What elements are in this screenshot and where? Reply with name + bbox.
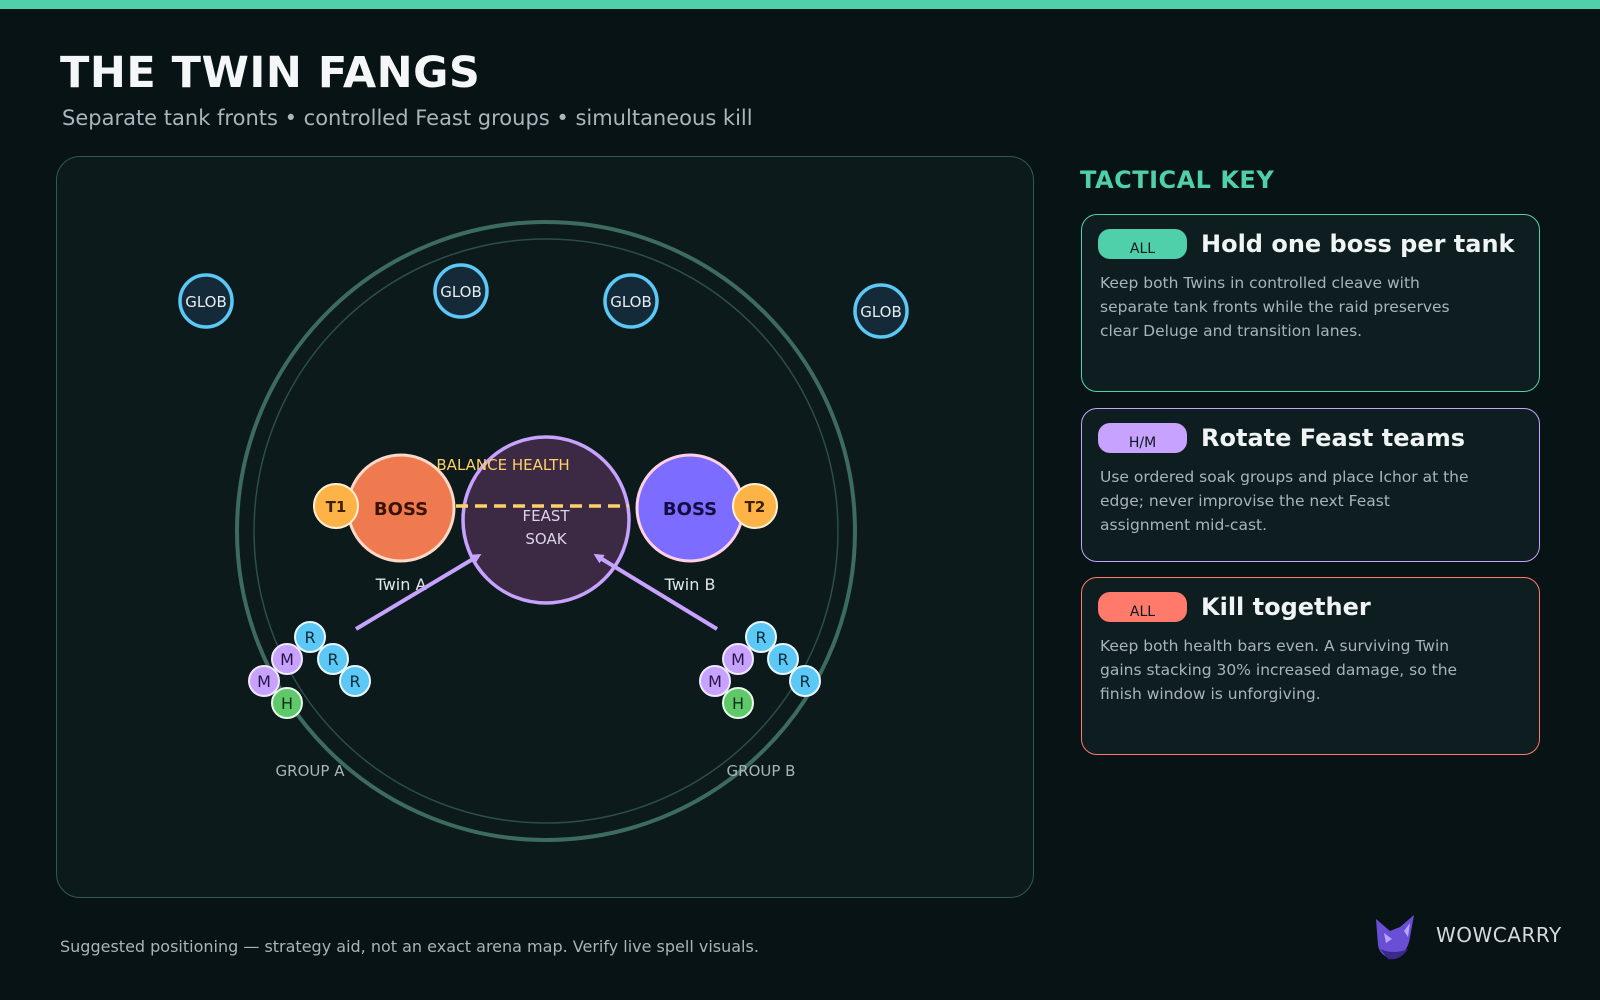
tactical-key-title: TACTICAL KEY <box>1080 166 1275 194</box>
tank-t2-label: T2 <box>745 498 766 516</box>
glob-3-label: GLOB <box>610 293 652 311</box>
page-subtitle: Separate tank fronts • controlled Feast … <box>62 106 753 130</box>
tactic-card-feast-teams: H/M Rotate Feast teams Use ordered soak … <box>1081 408 1540 562</box>
group-a: R M R M R H <box>248 621 371 719</box>
boss-a-label: BOSS <box>374 499 428 520</box>
card-body: Keep both Twins in controlled cleave wit… <box>1100 274 1450 340</box>
svg-text:M: M <box>280 650 294 669</box>
group-b-arrow <box>593 553 719 631</box>
boss-b-label: BOSS <box>663 499 717 520</box>
arena-outer-ring <box>235 220 857 842</box>
svg-text:R: R <box>349 672 360 691</box>
top-accent-bar <box>0 0 1600 9</box>
glob-1-label: GLOB <box>185 293 227 311</box>
feast-label-2: SOAK <box>525 530 567 548</box>
group-b-ranged-1: R <box>745 621 777 653</box>
svg-text:R: R <box>799 672 810 691</box>
group-b-melee-1: M <box>722 643 754 675</box>
group-a-melee-2: M <box>248 665 280 697</box>
page-title: THE TWIN FANGS <box>60 48 481 98</box>
svg-text:H: H <box>281 694 293 713</box>
group-b-melee-2: M <box>699 665 731 697</box>
group-a-healer: H <box>271 687 303 719</box>
card-title: Hold one boss per tank <box>1201 230 1515 258</box>
glob-2-label: GLOB <box>440 283 482 301</box>
glob-2: GLOB <box>433 263 489 319</box>
group-b: R M R M R H <box>699 621 821 719</box>
arena-inner-ring <box>253 238 839 824</box>
balance-health-label: BALANCE HEALTH <box>436 456 569 474</box>
tactic-card-hold-boss: ALL Hold one boss per tank Keep both Twi… <box>1081 214 1540 392</box>
arena-map-panel: GLOB GLOB GLOB GLOB BOSS Twin A BOSS Twi… <box>56 156 1034 898</box>
svg-text:R: R <box>327 650 338 669</box>
svg-text:M: M <box>708 672 722 691</box>
group-a-ranged-1: R <box>294 621 326 653</box>
group-a-label: GROUP A <box>276 762 346 780</box>
svg-text:R: R <box>755 628 766 647</box>
group-a-arrow <box>354 553 482 631</box>
glob-3: GLOB <box>603 273 659 329</box>
group-b-ranged-3: R <box>789 665 821 697</box>
role-badge: ALL <box>1098 592 1187 622</box>
role-badge: H/M <box>1098 423 1187 453</box>
svg-text:H: H <box>732 694 744 713</box>
fox-logo-icon <box>1376 915 1414 960</box>
feast-soak-zone: FEAST SOAK <box>461 435 631 605</box>
boss-twin-b: BOSS <box>635 453 745 563</box>
group-a-melee-1: M <box>271 643 303 675</box>
card-body: Keep both health bars even. A surviving … <box>1100 637 1458 703</box>
brand: WOWCARRY <box>1370 905 1562 965</box>
group-b-label: GROUP B <box>727 762 796 780</box>
footnote: Suggested positioning — strategy aid, no… <box>60 937 759 956</box>
tank-t2: T2 <box>732 483 778 529</box>
svg-text:R: R <box>777 650 788 669</box>
card-title: Kill together <box>1201 593 1371 621</box>
tank-t1-label: T1 <box>326 498 347 516</box>
group-a-ranged-3: R <box>339 665 371 697</box>
brand-name: WOWCARRY <box>1436 923 1562 947</box>
tank-t1: T1 <box>313 483 359 529</box>
glob-4-label: GLOB <box>860 303 902 321</box>
glob-4: GLOB <box>853 283 909 339</box>
card-title: Rotate Feast teams <box>1201 424 1465 452</box>
group-b-ranged-2: R <box>767 643 799 675</box>
svg-text:M: M <box>257 672 271 691</box>
glob-1: GLOB <box>178 273 234 329</box>
svg-text:R: R <box>304 628 315 647</box>
boss-a-name: Twin A <box>375 575 427 594</box>
svg-text:M: M <box>731 650 745 669</box>
arena-map: GLOB GLOB GLOB GLOB BOSS Twin A BOSS Twi… <box>178 220 909 842</box>
role-badge: ALL <box>1098 229 1187 259</box>
tactic-card-kill-together: ALL Kill together Keep both health bars … <box>1081 577 1540 755</box>
card-body: Use ordered soak groups and place Ichor … <box>1100 468 1469 534</box>
group-a-ranged-2: R <box>317 643 349 675</box>
boss-b-name: Twin B <box>664 575 716 594</box>
feast-label-1: FEAST <box>522 507 570 525</box>
group-b-healer: H <box>722 687 754 719</box>
